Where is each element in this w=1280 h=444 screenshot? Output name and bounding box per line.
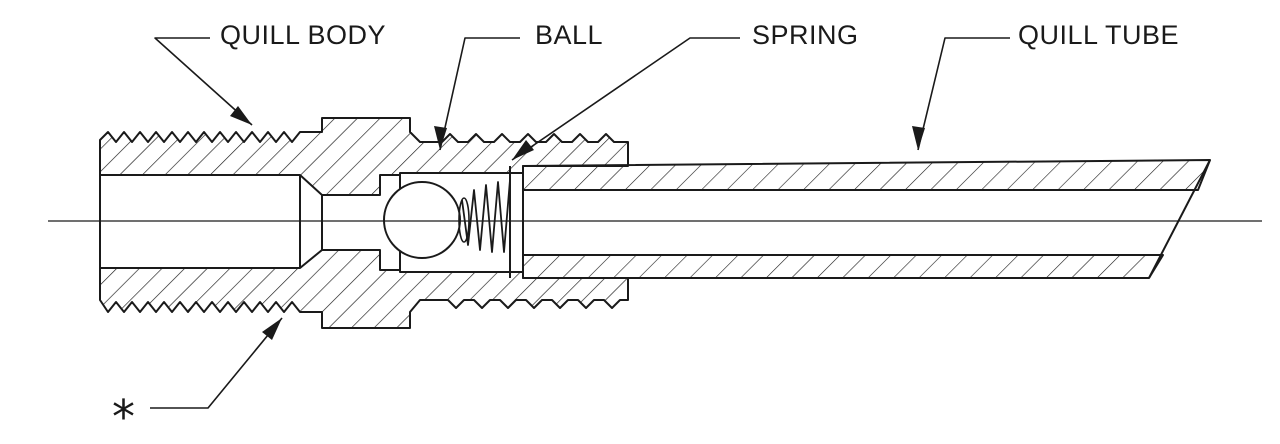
label-spring: SPRING <box>752 20 859 50</box>
leader-asterisk <box>150 317 283 409</box>
label-asterisk: * <box>112 390 135 444</box>
leader-quill-body <box>154 37 253 126</box>
ball <box>383 181 461 259</box>
leader-ball <box>439 37 520 151</box>
quill-tube-lower <box>522 254 1164 279</box>
label-quill-body: QUILL BODY <box>220 20 387 50</box>
label-ball: BALL <box>535 20 604 50</box>
leader-spring <box>511 37 740 161</box>
quill-body-lower <box>99 249 629 329</box>
label-quill-tube: QUILL TUBE <box>1018 20 1180 50</box>
spring <box>461 179 511 253</box>
leader-quill-tube <box>917 37 1010 151</box>
quill-tube-upper <box>522 159 1211 191</box>
